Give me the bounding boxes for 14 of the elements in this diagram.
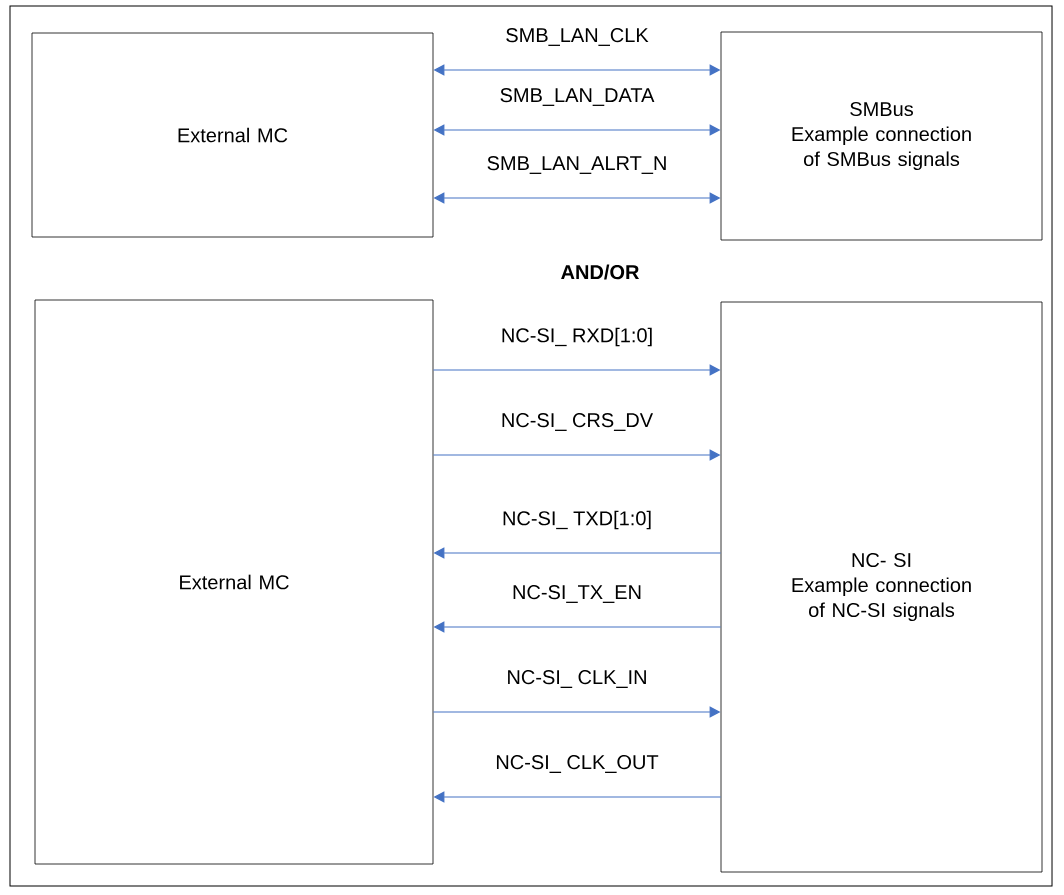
edge-label: NC-SI_ TXD[1:0] [501,509,654,531]
edge-label: SMB_LAN_CLK [504,27,650,47]
block-box: SMBus Example connection of SMBus signals [720,31,1043,241]
block-box: NC- SI Example connection of NC-SI signals [720,301,1043,873]
label-text: AND/OR [561,264,640,280]
edge-label: NC-SI_ RXD[1:0] [499,326,655,348]
block-box: External MC [31,32,434,238]
block-box: External MC [34,299,434,865]
edge-label: NC-SI_ CLK_OUT [494,754,660,774]
edge-label: SMB_LAN_DATA [498,87,656,107]
edge-label: NC-SI_TX_EN [511,584,644,604]
edge-label: SMB_LAN_ALRT_N [485,155,669,175]
edge-label: NC-SI_ CRS_DV [499,412,655,432]
edge-label: NC-SI_ CLK_IN [505,669,649,689]
